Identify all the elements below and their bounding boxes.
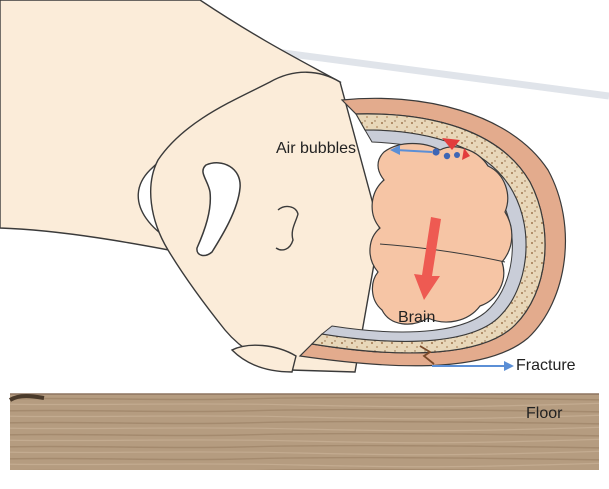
fracture-label: Fracture bbox=[516, 358, 576, 374]
floor bbox=[10, 394, 599, 470]
brain-label: Brain bbox=[398, 310, 435, 326]
brain bbox=[370, 144, 512, 325]
air-bubbles-label: Air bubbles bbox=[276, 141, 356, 157]
floor-label: Floor bbox=[526, 406, 562, 422]
